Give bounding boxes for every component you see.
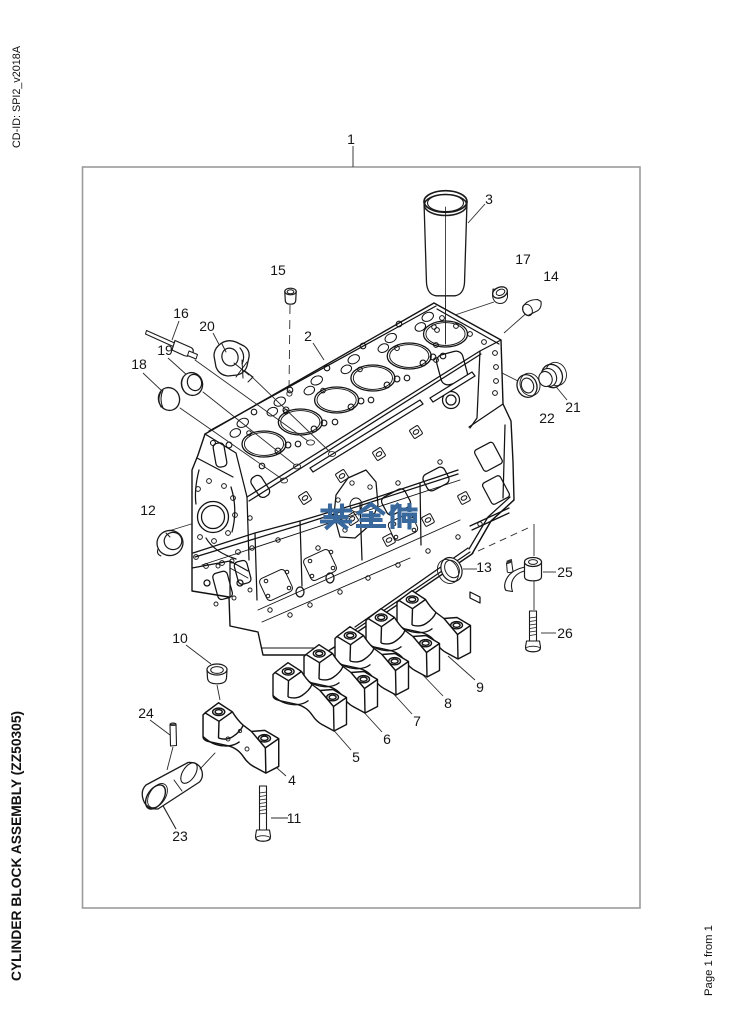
svg-text:19: 19 bbox=[157, 342, 173, 358]
svg-text:16: 16 bbox=[173, 305, 189, 321]
svg-text:15: 15 bbox=[270, 262, 286, 278]
svg-text:1: 1 bbox=[347, 131, 355, 147]
svg-text:Page 1 from 1: Page 1 from 1 bbox=[703, 925, 715, 996]
svg-text:23: 23 bbox=[172, 828, 188, 844]
svg-text:20: 20 bbox=[199, 318, 215, 334]
svg-text:14: 14 bbox=[543, 268, 559, 284]
svg-text:21: 21 bbox=[565, 399, 581, 415]
svg-text:7: 7 bbox=[413, 713, 421, 729]
svg-text:11: 11 bbox=[287, 810, 302, 826]
svg-text:2: 2 bbox=[304, 328, 312, 344]
svg-text:26: 26 bbox=[557, 625, 573, 641]
svg-text:CD-ID: SPI2_v2018A: CD-ID: SPI2_v2018A bbox=[11, 45, 23, 148]
svg-text:5: 5 bbox=[352, 749, 360, 765]
svg-text:CYLINDER BLOCK ASSEMBLY (ZZ503: CYLINDER BLOCK ASSEMBLY (ZZ50305) bbox=[9, 711, 24, 981]
svg-text:6: 6 bbox=[383, 731, 391, 747]
svg-text:24: 24 bbox=[138, 705, 154, 721]
svg-text:9: 9 bbox=[476, 679, 484, 695]
svg-text:10: 10 bbox=[172, 630, 188, 646]
svg-text:13: 13 bbox=[476, 559, 492, 575]
svg-text:22: 22 bbox=[539, 410, 555, 426]
svg-text:8: 8 bbox=[444, 695, 452, 711]
svg-text:25: 25 bbox=[557, 564, 573, 580]
svg-text:17: 17 bbox=[515, 251, 531, 267]
svg-text:4: 4 bbox=[288, 772, 296, 788]
svg-text:12: 12 bbox=[140, 502, 156, 518]
svg-text:3: 3 bbox=[485, 191, 493, 207]
svg-text:18: 18 bbox=[131, 356, 147, 372]
